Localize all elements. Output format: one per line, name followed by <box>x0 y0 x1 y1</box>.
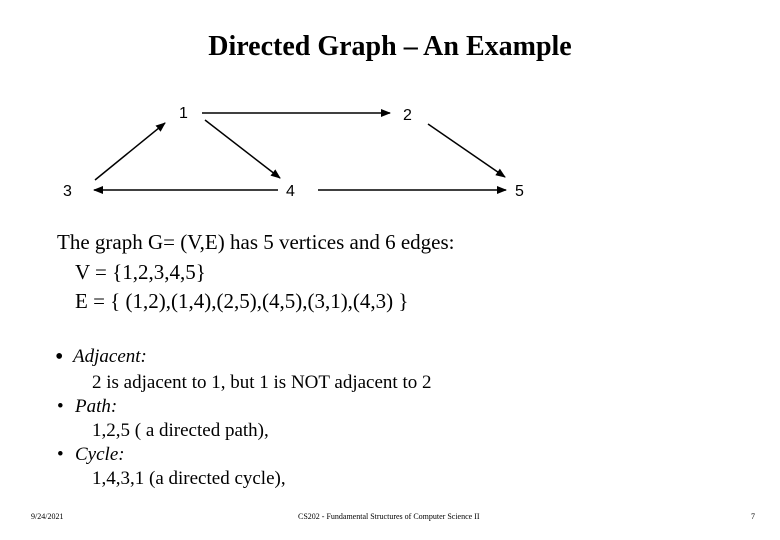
vertex-4: 4 <box>286 183 295 200</box>
detail-path: 1,2,5 ( a directed path), <box>92 420 269 441</box>
edge-set: E = { (1,2),(1,4),(2,5),(4,5),(3,1),(4,3… <box>75 289 409 313</box>
vertex-set: V = {1,2,3,4,5} <box>75 260 206 284</box>
vertex-3: 3 <box>63 183 72 200</box>
slide-title: Directed Graph – An Example <box>208 31 572 62</box>
detail-adjacent: 2 is adjacent to 1, but 1 is NOT adjacen… <box>92 372 432 393</box>
term-cycle: Cycle: <box>75 444 125 465</box>
bullet-icon: • <box>57 444 64 465</box>
bullet-path: • Path: <box>57 396 117 418</box>
graph-intro: The graph G= (V,E) has 5 vertices and 6 … <box>57 230 455 254</box>
bullet-cycle: • Cycle: <box>57 444 125 466</box>
bullet-icon: • <box>55 344 64 370</box>
vertex-1: 1 <box>179 105 188 122</box>
footer-course: CS202 - Fundamental Structures of Comput… <box>298 512 480 521</box>
term-adjacent: Adjacent: <box>73 346 147 367</box>
vertex-2: 2 <box>403 107 412 124</box>
edge-2-5 <box>427 123 506 178</box>
vertex-5: 5 <box>515 183 524 200</box>
footer-date: 9/24/2021 <box>31 512 64 521</box>
edge-1-4 <box>204 119 281 179</box>
bullet-icon: • <box>57 396 64 417</box>
edge-3-1 <box>94 122 166 181</box>
bullet-adjacent: • Adjacent: <box>55 344 147 371</box>
directed-graph: 1 2 3 4 5 <box>63 105 524 200</box>
term-path: Path: <box>75 396 118 417</box>
detail-cycle: 1,4,3,1 (a directed cycle), <box>92 468 286 489</box>
footer-page: 7 <box>751 512 755 521</box>
